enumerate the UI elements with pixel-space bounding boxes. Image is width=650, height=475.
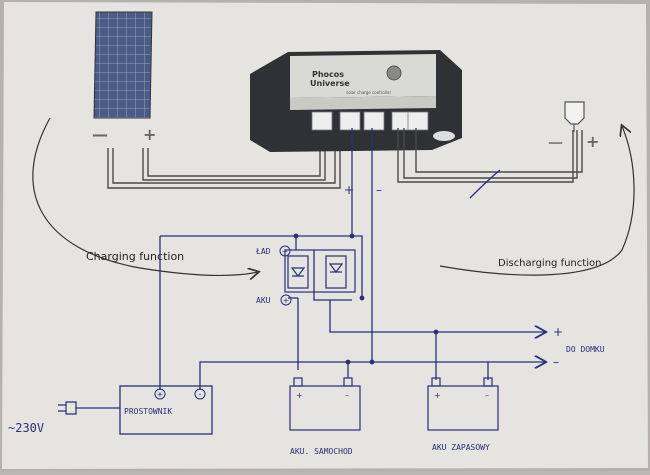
- minus-wire-label: –: [376, 183, 382, 197]
- lad-plus-circle: [279, 245, 291, 257]
- battery-spare-plus: +: [434, 391, 441, 400]
- charging-label: Charging function: [86, 250, 184, 263]
- controller-brand-2: Universe: [310, 79, 350, 88]
- diode-block: [284, 249, 356, 293]
- rectifier-label: PROSTOWNIK: [124, 407, 172, 416]
- panel-plus-label: +: [143, 125, 156, 144]
- panel-minus-label: —: [92, 125, 108, 144]
- junction-dots: [293, 233, 439, 365]
- battery-car-minus: –: [345, 391, 349, 400]
- lad-label: ŁAD: [255, 247, 271, 256]
- battery-spare-label: AKU ZAPASOWY: [432, 443, 490, 452]
- lad-plus-sign: +: [282, 247, 289, 256]
- mains-plug-icon: [58, 401, 120, 415]
- rectifier-plus: +: [157, 390, 164, 399]
- aku-label: AKU: [256, 296, 271, 305]
- battery-spare: [427, 377, 499, 431]
- controller-brand-1: Phocos: [312, 70, 344, 79]
- do-domku-label: DO DOMKU: [566, 345, 605, 354]
- solar-panel: [93, 11, 153, 119]
- rectifier-box: [119, 385, 213, 435]
- pen-wiring: [159, 128, 545, 390]
- battery-car-label: AKU. SAMOCHOD: [290, 447, 353, 456]
- battery-spare-minus: –: [485, 391, 489, 400]
- aku-plus-sign: +: [283, 296, 290, 305]
- out-plus-label: +: [553, 325, 563, 339]
- battery-car-plus: +: [296, 391, 303, 400]
- rectifier-minus: -: [199, 390, 202, 399]
- rectifier-minus-terminal: [194, 388, 206, 400]
- mains-label: ~230V: [8, 421, 44, 435]
- discharging-arrow: [439, 126, 635, 276]
- panel-wires: [107, 128, 341, 189]
- controller-sublabel: solar charge controller: [346, 90, 391, 95]
- out-minus-label: –: [553, 355, 559, 369]
- lamp-icon: [564, 101, 585, 132]
- battery-car: [289, 377, 361, 431]
- lamp-minus-label: —: [548, 133, 563, 151]
- lamp-plus-label: +: [586, 132, 599, 151]
- rectifier-plus-terminal: [154, 388, 166, 400]
- charge-controller: [250, 50, 462, 152]
- aku-plus-circle: [280, 294, 292, 306]
- plus-wire-label: +: [344, 183, 354, 197]
- cut-mark: [469, 169, 501, 199]
- discharging-label: Discharging function: [498, 258, 601, 269]
- charging-arrow: [32, 117, 258, 275]
